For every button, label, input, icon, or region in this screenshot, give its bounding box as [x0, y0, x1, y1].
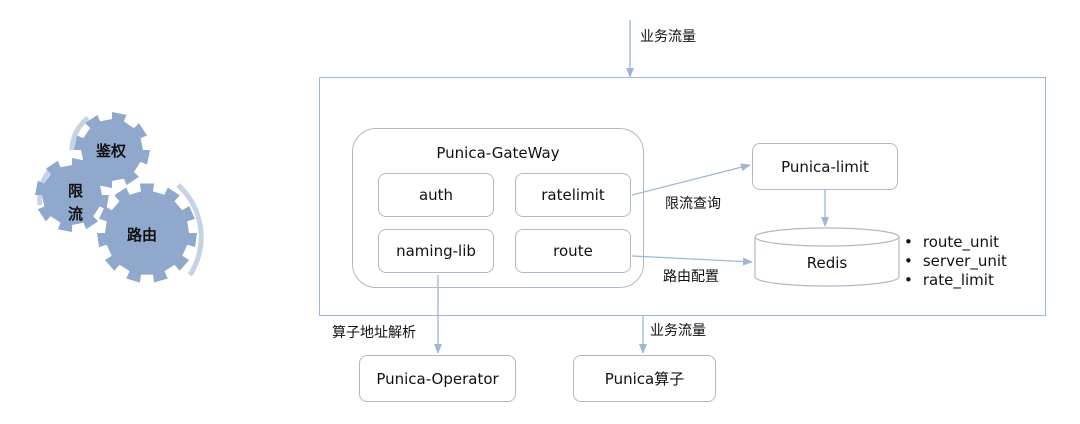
gear-auth-icon: [74, 112, 150, 188]
gear-limit-label-2: 流: [68, 205, 84, 223]
cycle-arrow-3: [176, 183, 204, 277]
redis-key-item: rate_limit: [904, 271, 1007, 290]
redis-key-item: server_unit: [904, 252, 1007, 271]
system-frame: [319, 77, 1046, 316]
arrow-limit-query: [631, 163, 751, 196]
gear-cluster: [35, 112, 204, 283]
redis-key-list: route_unit server_unit rate_limit: [904, 233, 1007, 290]
module-ratelimit: ratelimit: [515, 173, 631, 217]
gateway-container: Punica-GateWay: [352, 128, 644, 288]
punica-operator-box: Punica-Operator: [359, 355, 516, 402]
gear-route-label: 路由: [127, 226, 158, 244]
redis-label: Redis: [806, 254, 848, 272]
cycle-arrow-1: [69, 116, 90, 151]
gear-route-icon: [97, 183, 197, 283]
punica-op-box: Punica算子: [573, 355, 716, 402]
limit-query-label: 限流查询: [665, 196, 721, 212]
gateway-title: Punica-GateWay: [436, 144, 560, 162]
module-naming-lib: naming-lib: [378, 229, 494, 273]
gear-auth-label: 鉴权: [96, 142, 127, 160]
arrow-route-config: [631, 255, 753, 266]
gear-limit-label-1: 限: [68, 182, 84, 200]
top-flow-label: 业务流量: [640, 29, 696, 45]
addr-resolve-label: 算子地址解析: [332, 325, 416, 341]
redis-key-item: route_unit: [904, 233, 1007, 252]
module-route: route: [515, 229, 631, 273]
bottom-flow-label: 业务流量: [650, 323, 706, 339]
route-config-label: 路由配置: [663, 269, 719, 285]
punica-limit-box: Punica-limit: [752, 143, 898, 190]
module-auth: auth: [378, 173, 494, 217]
gear-limit-icon: [35, 158, 109, 232]
